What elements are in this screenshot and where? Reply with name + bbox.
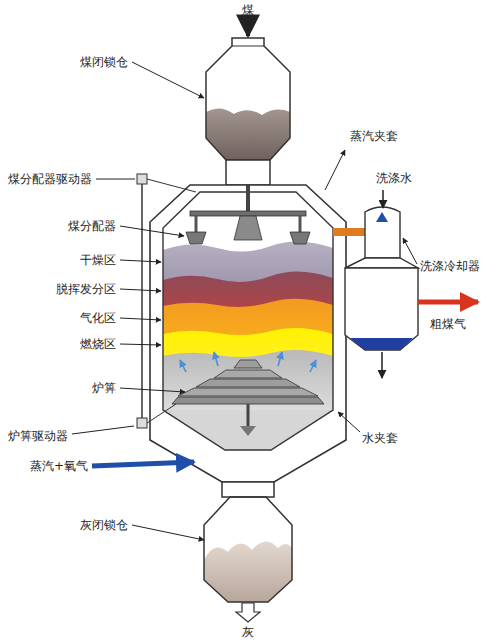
callout-label: 煤闭锁仓 [80, 54, 128, 70]
drive-link [147, 179, 196, 192]
leader-line [120, 344, 161, 345]
gasification-zone [163, 299, 333, 410]
hopper-neck [226, 160, 270, 185]
callout-label: 蒸汽夹套 [350, 128, 398, 144]
grate-drive [137, 418, 147, 428]
gas-flow-arrow [310, 360, 316, 372]
inner-vessel-wall [163, 192, 333, 450]
coal-lock-hopper [206, 38, 290, 160]
grate-plate [214, 370, 282, 378]
callout-label: 煤分配器 [68, 218, 116, 234]
callout-label: 蒸汽+氧气 [30, 458, 88, 474]
drying-zone [163, 241, 333, 410]
crude-gas-arrow [418, 300, 478, 305]
callout-label: 洗涤水 [376, 170, 412, 186]
leader-line [120, 226, 184, 236]
hopper-seam [232, 46, 264, 47]
gas-flow-arrow [278, 352, 282, 366]
grate-drop [240, 426, 256, 436]
wash-water-arrow [382, 190, 384, 208]
callout-label: 粗煤气 [430, 316, 466, 332]
outer-vessel-wall [150, 185, 346, 482]
drive-shaft [141, 184, 143, 418]
scrubber-water [350, 338, 413, 350]
gas-flow-arrow [214, 352, 218, 366]
water-out-arrow [381, 352, 383, 378]
ash-neck [222, 482, 274, 497]
devolatilization-zone [163, 271, 333, 410]
leader-line [338, 412, 360, 432]
ash-zone [163, 350, 333, 410]
callout-label: 水夹套 [362, 430, 398, 446]
gas-outlet-pipe [333, 228, 367, 236]
callout-label: 灰闭锁仓 [80, 517, 128, 533]
leader-line [96, 179, 135, 180]
grate-shaft [247, 404, 250, 426]
leader-line [132, 525, 204, 540]
combustion-zone [163, 328, 333, 410]
distributor-arm [190, 211, 306, 216]
callout-label: 炉箅驱动器 [8, 428, 68, 444]
leader-line [403, 238, 417, 264]
gas-flow-arrow [180, 360, 186, 372]
spray-nozzle [376, 212, 388, 222]
distributor-bucket [186, 232, 206, 244]
scrubber-lower [345, 268, 418, 350]
leader-line [120, 289, 161, 291]
callout-label: 煤 [242, 2, 254, 18]
leader-line [132, 62, 204, 98]
distributor-drive [137, 174, 147, 184]
distributor-leg [299, 216, 302, 232]
distributor-cone [234, 216, 262, 240]
ash-discharge-arrow [236, 603, 260, 622]
distributor-leg [195, 216, 198, 232]
callout-label: 煤分配器驱动器 [8, 171, 92, 187]
callout-label: 气化区 [80, 310, 116, 326]
drive-link [147, 404, 176, 423]
leader-line [72, 426, 134, 434]
ash-lock-hopper [204, 497, 292, 602]
scrubber-upper [365, 207, 400, 258]
leader-line [120, 318, 161, 320]
coal-feed-arrow [246, 19, 250, 36]
callout-label: 洗涤冷却器 [420, 258, 480, 274]
distributor-bucket [290, 232, 310, 244]
leader-line [120, 388, 185, 392]
callout-label: 燃烧区 [80, 336, 116, 352]
steam-oxygen-arrow [92, 462, 194, 466]
callout-label: 脱挥发分区 [56, 281, 116, 297]
leader-line [325, 150, 345, 190]
grate-plate [172, 397, 324, 404]
callout-label: 灰 [242, 624, 254, 640]
grate-cap [234, 360, 262, 368]
callout-label: 干燥区 [80, 252, 116, 268]
leader-lines [72, 62, 417, 540]
grate-plate [178, 388, 318, 396]
scrubber-shoulder [345, 258, 418, 268]
grate-plate [196, 379, 300, 387]
leader-line [120, 260, 161, 262]
callout-label: 炉箅 [92, 380, 116, 396]
